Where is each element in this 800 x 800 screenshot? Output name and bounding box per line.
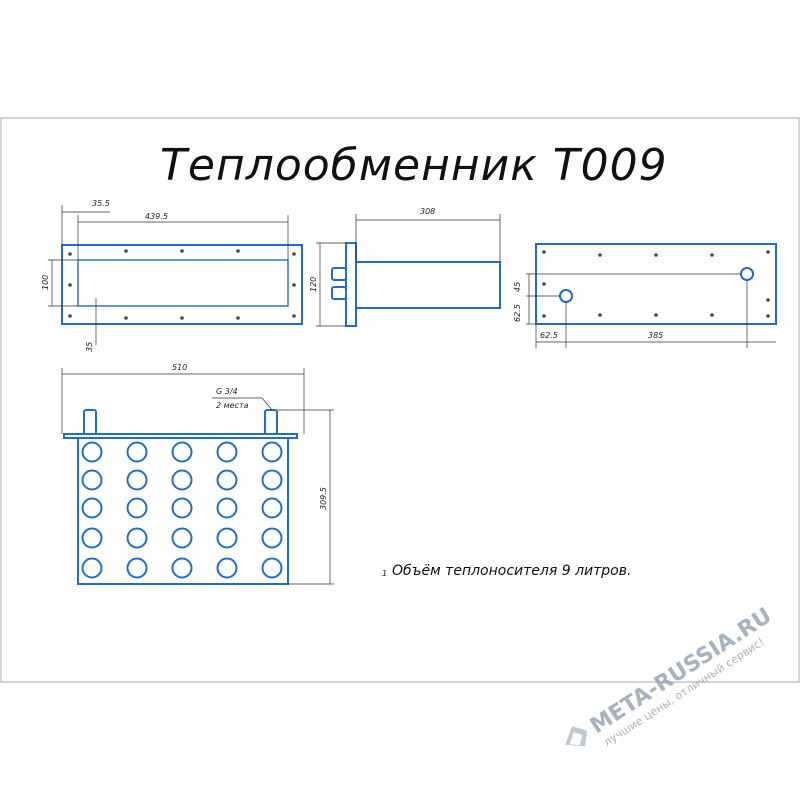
tube-circle bbox=[171, 557, 193, 579]
tube-circle bbox=[81, 469, 103, 491]
dim-back-h2: 385 bbox=[648, 331, 663, 340]
bolt-hole bbox=[542, 282, 546, 286]
bolt-hole bbox=[710, 253, 714, 257]
tube-circle bbox=[171, 469, 193, 491]
tube-circle bbox=[126, 469, 148, 491]
tube-circle bbox=[261, 557, 283, 579]
tube-circle bbox=[171, 441, 193, 463]
back-view-bolts bbox=[542, 250, 770, 318]
bolt-hole bbox=[68, 314, 72, 318]
bolt-hole bbox=[68, 283, 72, 287]
tube-circle bbox=[261, 441, 283, 463]
tube-circle bbox=[171, 527, 193, 549]
bolt-hole bbox=[542, 250, 546, 254]
tube-circle bbox=[216, 497, 238, 519]
bolt-hole bbox=[68, 252, 72, 256]
dim-side-height: 120 bbox=[309, 277, 318, 292]
tube-circle bbox=[81, 497, 103, 519]
sheet-frame bbox=[0, 117, 800, 683]
tube-circle bbox=[81, 557, 103, 579]
tube-circle bbox=[216, 557, 238, 579]
bolt-hole bbox=[180, 249, 184, 253]
tube-circle bbox=[216, 469, 238, 491]
tube-circle bbox=[216, 441, 238, 463]
bolt-hole bbox=[292, 252, 296, 256]
front-view bbox=[48, 205, 303, 345]
dim-front-bottom: 35 bbox=[85, 342, 94, 352]
tube-circle bbox=[126, 557, 148, 579]
bolt-hole bbox=[766, 298, 770, 302]
bolt-hole bbox=[236, 316, 240, 320]
bolt-hole bbox=[292, 283, 296, 287]
drawing-title: Теплообменник Т009 bbox=[160, 140, 668, 191]
dim-front-height: 100 bbox=[41, 275, 50, 290]
watermark-brand: META-RUSSIA.RU bbox=[586, 604, 776, 740]
dim-side-length: 308 bbox=[420, 207, 435, 216]
dim-bottom-height: 309.5 bbox=[319, 487, 328, 510]
tube-grid bbox=[81, 441, 283, 579]
bolt-hole bbox=[180, 316, 184, 320]
tube-circle bbox=[261, 497, 283, 519]
dim-front-offset: 35.5 bbox=[92, 199, 110, 208]
bolt-hole bbox=[654, 313, 658, 317]
note-marker: 1 bbox=[382, 569, 387, 578]
dim-back-v2: 62.5 bbox=[513, 304, 522, 322]
tube-circle bbox=[81, 441, 103, 463]
back-port-upper bbox=[740, 267, 754, 281]
bolt-hole bbox=[654, 253, 658, 257]
bolt-hole bbox=[124, 249, 128, 253]
tube-circle bbox=[216, 527, 238, 549]
dim-back-v1: 45 bbox=[513, 282, 522, 292]
tube-circle bbox=[261, 469, 283, 491]
bolt-hole bbox=[542, 314, 546, 318]
dim-back-h1: 62.5 bbox=[540, 331, 558, 340]
bolt-hole bbox=[236, 249, 240, 253]
back-port-lower bbox=[559, 289, 573, 303]
bolt-hole bbox=[766, 250, 770, 254]
tube-circle bbox=[126, 497, 148, 519]
tube-circle bbox=[126, 527, 148, 549]
tube-circle bbox=[81, 527, 103, 549]
bolt-hole bbox=[598, 313, 602, 317]
bottom-view bbox=[61, 368, 334, 585]
dim-thread: G 3/4 bbox=[216, 387, 238, 396]
dim-thread-count: 2 места bbox=[216, 401, 249, 410]
back-view bbox=[526, 243, 777, 348]
tube-circle bbox=[261, 527, 283, 549]
bolt-hole bbox=[710, 313, 714, 317]
dim-front-inner: 439.5 bbox=[145, 212, 168, 221]
tube-circle bbox=[126, 441, 148, 463]
dim-bottom-width: 510 bbox=[172, 363, 187, 372]
volume-note: Объём теплоносителя 9 литров. bbox=[392, 563, 631, 579]
watermark-logo: META-RUSSIA.RU лучшие цены, отличный сер… bbox=[565, 604, 776, 749]
front-view-bolts bbox=[68, 249, 296, 320]
bolt-hole bbox=[124, 316, 128, 320]
bolt-hole bbox=[292, 314, 296, 318]
side-view bbox=[316, 214, 501, 327]
bolt-hole bbox=[766, 314, 770, 318]
tube-circle bbox=[171, 497, 193, 519]
bolt-hole bbox=[598, 253, 602, 257]
